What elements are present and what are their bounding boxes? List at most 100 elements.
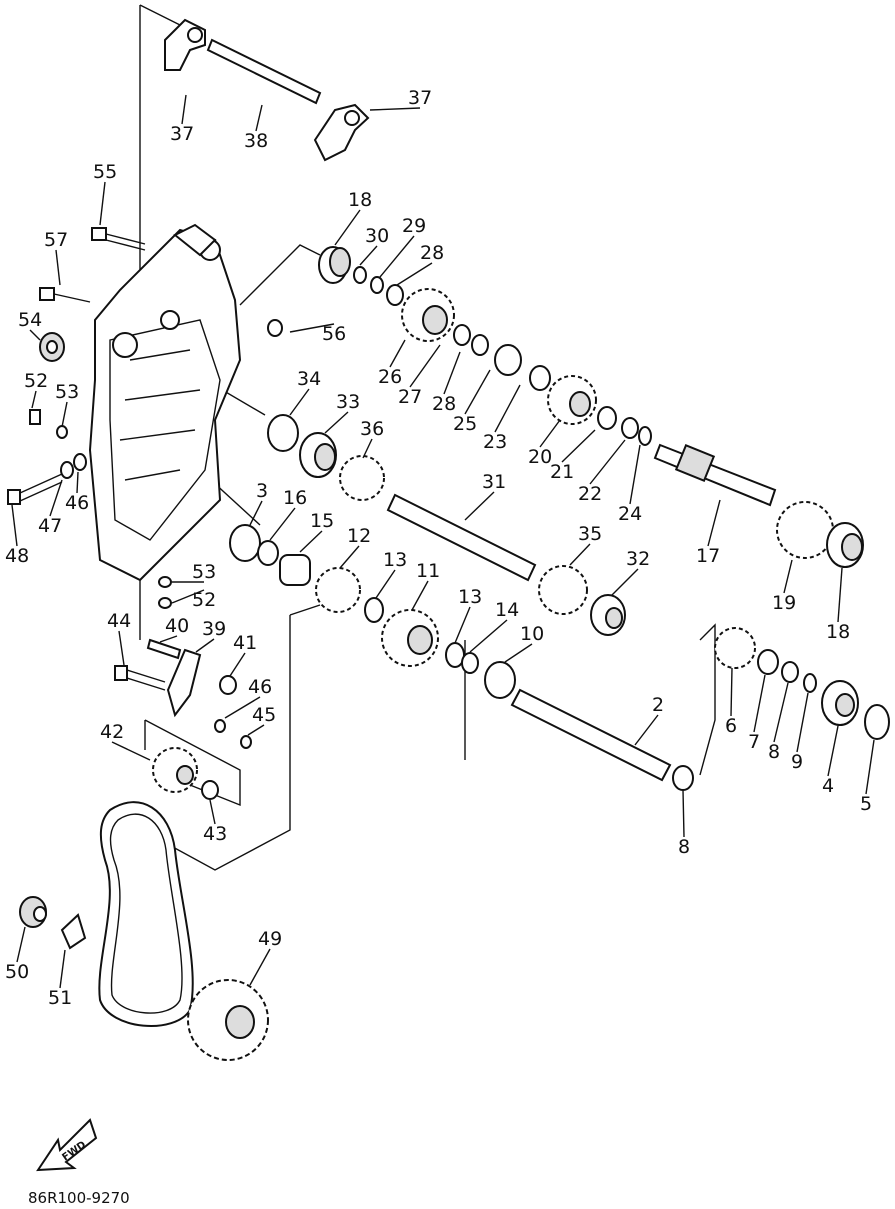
callout-leader xyxy=(324,411,349,434)
callout-24: 24 xyxy=(618,503,642,525)
callout-leader xyxy=(31,390,37,409)
diagram-code: 86R100-9270 xyxy=(28,1189,130,1207)
callout-leader xyxy=(255,104,263,132)
callout-11: 11 xyxy=(416,560,440,582)
callout-leader xyxy=(634,714,659,746)
washer-29 xyxy=(370,276,384,294)
callout-leader xyxy=(753,674,766,733)
callout-leader xyxy=(464,369,491,415)
bolt-55 xyxy=(91,227,146,251)
callout-37: 37 xyxy=(170,123,194,145)
callout-leader xyxy=(611,568,639,596)
callout-leader xyxy=(443,351,461,395)
callout-leader xyxy=(224,696,261,719)
callout-8: 8 xyxy=(768,741,780,763)
callout-47: 47 xyxy=(38,515,62,537)
callout-leader xyxy=(76,471,79,494)
callout-leader xyxy=(99,181,106,226)
callout-37: 37 xyxy=(408,87,432,109)
case-cover xyxy=(88,223,242,582)
dog-10 xyxy=(484,661,516,699)
callout-leader xyxy=(375,569,396,599)
gear-6 xyxy=(714,627,756,669)
callout-19: 19 xyxy=(772,592,796,614)
callout-leader xyxy=(359,245,378,266)
bearing-18-upper xyxy=(318,246,351,284)
sprocket-49 xyxy=(187,979,269,1061)
callout-leader xyxy=(61,401,68,428)
collar-41 xyxy=(219,675,237,695)
collar-7 xyxy=(757,649,779,675)
plug-52-b xyxy=(158,597,172,609)
callout-leader xyxy=(865,739,875,795)
circlip-9 xyxy=(803,673,817,693)
gear-20 xyxy=(547,375,597,425)
washer-53 xyxy=(56,425,68,439)
callout-leader xyxy=(730,667,733,717)
callout-57: 57 xyxy=(44,229,68,251)
washer-28-b xyxy=(471,334,489,356)
callout-32: 32 xyxy=(626,548,650,570)
oil-seal-50 xyxy=(19,896,47,928)
callout-leader xyxy=(682,789,685,838)
callout-leader xyxy=(249,948,271,986)
bolt-48 xyxy=(7,473,63,505)
callout-17: 17 xyxy=(696,545,720,567)
callout-leader xyxy=(209,799,216,825)
circlip-24 xyxy=(638,426,652,446)
callout-50: 50 xyxy=(5,961,29,983)
callout-52: 52 xyxy=(24,370,48,392)
gear-12 xyxy=(315,567,361,613)
callout-leader xyxy=(369,107,421,111)
washer-46-b xyxy=(214,719,226,733)
washer-28 xyxy=(386,284,404,306)
plate-51 xyxy=(60,913,87,950)
callout-18: 18 xyxy=(348,189,372,211)
chain xyxy=(98,801,194,1027)
plug-52 xyxy=(29,409,41,425)
callout-leader xyxy=(539,419,561,448)
gear-35 xyxy=(538,565,588,615)
callout-42: 42 xyxy=(100,721,124,743)
callout-leader xyxy=(773,682,789,743)
oil-seal-5 xyxy=(864,704,890,740)
callout-4: 4 xyxy=(822,775,834,797)
callout-leader xyxy=(299,530,323,553)
bearing-33 xyxy=(299,432,337,478)
callout-leader xyxy=(504,643,533,663)
callout-16: 16 xyxy=(283,487,307,509)
dog-25 xyxy=(494,344,522,376)
collar-15 xyxy=(279,554,311,586)
callout-54: 54 xyxy=(18,309,42,331)
callout-39: 39 xyxy=(202,618,226,640)
callout-21: 21 xyxy=(550,461,574,483)
callout-leader xyxy=(389,339,406,368)
callout-29: 29 xyxy=(402,215,426,237)
nut-45 xyxy=(240,735,252,749)
callout-leader xyxy=(396,262,433,286)
callout-41: 41 xyxy=(233,632,257,654)
callout-leader xyxy=(707,499,721,547)
bearing-13 xyxy=(364,597,384,623)
callout-40: 40 xyxy=(165,615,189,637)
callout-20: 20 xyxy=(528,446,552,468)
callout-leader xyxy=(569,543,591,566)
callout-leader xyxy=(464,491,495,521)
callout-34: 34 xyxy=(297,368,321,390)
callout-leader xyxy=(16,926,26,963)
callout-31: 31 xyxy=(482,471,506,493)
callout-25: 25 xyxy=(453,413,477,435)
bearing-27 xyxy=(453,324,471,346)
circlip-30 xyxy=(353,266,367,284)
collar-43 xyxy=(201,780,219,800)
bearing-3 xyxy=(229,524,261,562)
callout-leader xyxy=(111,741,151,761)
callout-8: 8 xyxy=(678,836,690,858)
callout-leader xyxy=(334,209,361,246)
callout-36: 36 xyxy=(360,418,384,440)
callout-13: 13 xyxy=(383,549,407,571)
callout-leader xyxy=(561,429,596,463)
shaft-2 xyxy=(510,688,672,782)
callout-53: 53 xyxy=(192,561,216,583)
